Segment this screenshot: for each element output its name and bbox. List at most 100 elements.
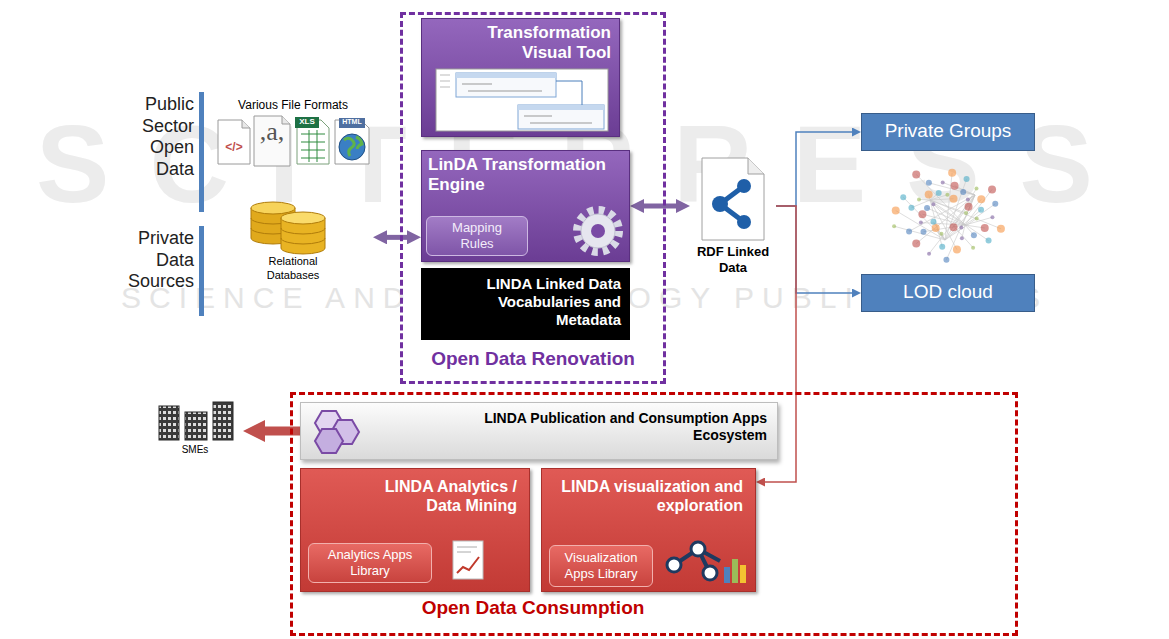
file-format-icons-part [297, 120, 329, 164]
report-icon-part [457, 547, 477, 552]
file-format-icons-part [335, 120, 369, 164]
node-text: Various File Formats [213, 98, 373, 112]
lod-graph-part [945, 210, 981, 240]
library-box: Visualization Apps Library [549, 545, 653, 587]
lod-graph [892, 169, 1005, 263]
gear-icon-part [578, 211, 618, 251]
buildings-icon-part [185, 412, 207, 440]
report-icon-part [457, 557, 479, 573]
rdf-document-icon-part [720, 186, 744, 222]
tool-screenshot-part [518, 105, 604, 129]
file-format-icons-part [301, 130, 325, 162]
connector-layer-part [263, 132, 853, 482]
transform-arrow [386, 235, 409, 240]
icon-glyph: ,a, [254, 116, 290, 147]
node-text: Private Groups [862, 120, 1034, 143]
tool-box: Transformation Visual Tool [421, 18, 620, 137]
lod-graph-part [965, 204, 995, 225]
node-text: Mapping Rules [442, 220, 512, 251]
network-chart-icon-part [703, 566, 717, 580]
file-format-icons-part [295, 117, 319, 128]
lod-graph-part [966, 197, 970, 201]
file-format-icons-part [281, 228, 325, 244]
tool-screenshot-part [462, 84, 542, 91]
lod-graph-part [965, 203, 973, 211]
rdf-document-icon-part [712, 196, 728, 212]
lod-graph-part [920, 229, 926, 235]
sme-group: SMEs [147, 398, 243, 462]
lod-graph-part [932, 224, 940, 232]
lod-graph-part [916, 174, 965, 225]
gear-icon-part-part [591, 224, 605, 238]
rdf-document-icon-part [748, 158, 764, 174]
gear-icon-part-part [578, 211, 618, 251]
lod-graph-part [945, 189, 976, 240]
ecosystem-icon-part [315, 411, 343, 435]
node-text: Relational Databases [243, 255, 343, 281]
ecosystem-bar: LINDA Publication and Consumption Apps E… [300, 402, 778, 460]
file-format-icons-part [344, 137, 362, 156]
lod-graph-part [960, 236, 964, 240]
ecosystem-icon-part [331, 420, 359, 444]
rdf-document-icon-part [737, 215, 751, 229]
node-text: Open Data Renovation [403, 348, 663, 371]
lod-graph-part [964, 176, 970, 182]
lod-graph-part [974, 187, 978, 191]
lod-graph-part [892, 207, 900, 215]
visualization-box: LINDA visualization and explorationVisua… [541, 468, 756, 592]
lod-graph-part [939, 232, 943, 236]
file-format-icons-part [251, 202, 295, 214]
lod-graph-part [903, 197, 945, 240]
tool-screenshot-part [518, 105, 604, 110]
node-text: RDF Linked Data [690, 244, 776, 275]
publish-arrow [776, 132, 853, 206]
lod-graph-part [917, 197, 921, 201]
lod-graph-part [977, 195, 985, 203]
lod-graph-part [978, 207, 984, 213]
file-format-icons-part [339, 134, 365, 160]
target-box: LOD cloud [861, 274, 1035, 312]
lod-graph-part [981, 224, 989, 232]
icon-badge: XLS [295, 117, 319, 127]
analytics-box: LINDA Analytics / Data MiningAnalytics A… [300, 468, 530, 592]
lod-graph-part [930, 219, 936, 225]
node-text: LINDA Analytics / Data Mining [347, 477, 517, 515]
source-label: Private Data Sources [118, 228, 194, 293]
target-box: Private Groups [861, 113, 1035, 151]
node-text: LOD cloud [862, 281, 1034, 304]
lod-graph-part [912, 240, 920, 248]
node-text: Visualization Apps Library [553, 550, 649, 581]
transform-arrow [643, 204, 678, 209]
lod-graph-part [926, 180, 932, 186]
lod-graph-part [941, 180, 945, 184]
network-chart-icon-part [740, 565, 746, 583]
network-chart-icon-part [691, 542, 705, 556]
delivery-arrow [263, 427, 300, 436]
lod-graph-part [953, 246, 961, 254]
file-format-icons-part [251, 218, 295, 234]
lod-graph-part [950, 223, 958, 231]
node-text: LINDA Publication and Consumption Apps E… [437, 410, 767, 444]
node-text: LinDA Transformation Engine [428, 155, 623, 196]
lod-graph-part [931, 202, 935, 206]
lod-graph-part [971, 246, 975, 250]
vocabulary-box: LINDA Linked Data Vocabularies and Metad… [421, 268, 630, 340]
lod-graph-part [946, 195, 975, 260]
report-icon-part [453, 541, 483, 579]
rdf-document-icon-part [737, 179, 751, 193]
node-text: Transformation Visual Tool [446, 23, 611, 64]
lod-graph-part [912, 170, 920, 178]
lod-graph-part [906, 228, 912, 234]
ecosystem-icon-part [315, 429, 343, 453]
lod-graph-part [939, 244, 945, 250]
network-chart-icon-part [667, 558, 681, 572]
file-format-icons-part [281, 212, 325, 224]
network-chart-icon-part [724, 567, 730, 583]
library-box: Analytics Apps Library [308, 543, 432, 583]
file-format-icons-part [254, 116, 290, 166]
lod-graph-part [930, 200, 973, 248]
lod-graph-part [951, 182, 959, 190]
lod-graph-part [908, 205, 914, 211]
lod-graph-part [992, 201, 998, 207]
icon-glyph: </> [218, 140, 250, 154]
